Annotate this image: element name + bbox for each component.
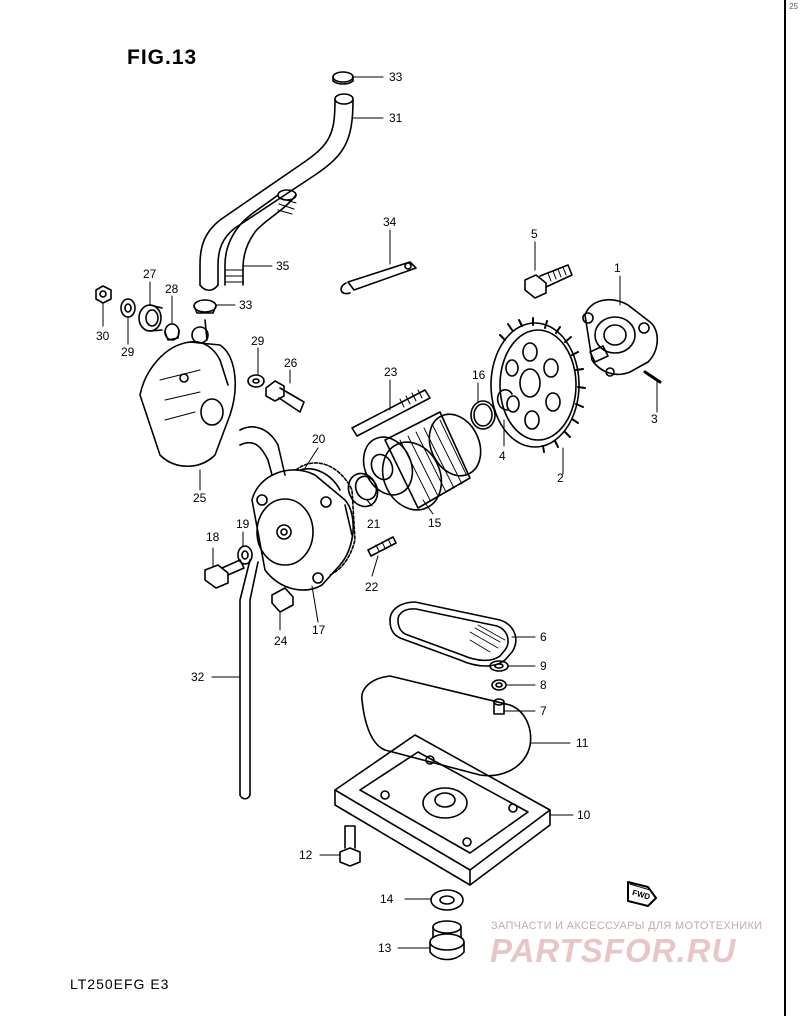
plug-13 [429, 920, 465, 961]
callout-26: 26 [284, 356, 298, 370]
callout-17: 17 [312, 623, 326, 637]
corner-mark: 25 [789, 2, 798, 11]
callout-6: 6 [540, 630, 547, 644]
callout-22: 22 [365, 580, 379, 594]
collar-28 [164, 323, 180, 341]
bracket-34 [340, 261, 417, 295]
bolt-26 [265, 380, 305, 413]
callout-25: 25 [193, 491, 207, 505]
callout-28: 28 [165, 282, 179, 296]
hose-35 [224, 189, 297, 286]
callout-12: 12 [299, 848, 313, 862]
callout-14: 14 [380, 892, 394, 906]
damper-27 [138, 304, 163, 332]
callout-35: 35 [276, 259, 290, 273]
callout-10: 10 [577, 808, 591, 822]
callout-18: 18 [206, 530, 220, 544]
washer-8 [491, 679, 507, 691]
fwd-arrow-icon: FWD [627, 881, 657, 907]
stud-22 [367, 536, 397, 557]
callout-32: 32 [191, 670, 205, 684]
callout-21: 21 [367, 517, 381, 531]
watermark-logo: PARTSFOR.RU [490, 932, 737, 969]
gasket-20 [295, 462, 356, 576]
bolt-5 [524, 264, 573, 299]
callout-30: 30 [96, 329, 110, 343]
callout-20: 20 [312, 432, 326, 446]
cap-24 [271, 587, 294, 613]
washer-29-left [120, 298, 136, 318]
callout-29-left: 29 [121, 345, 135, 359]
callout-33: 33 [389, 70, 403, 84]
callout-19: 19 [236, 517, 250, 531]
valve-unit-25 [139, 319, 236, 467]
cap-33-top [332, 71, 354, 85]
gear-2 [490, 317, 586, 453]
callout-3: 3 [651, 412, 658, 426]
screw-7 [493, 698, 505, 715]
callout-2: 2 [557, 471, 564, 485]
callout-15: 15 [428, 516, 442, 530]
callout-34: 34 [383, 215, 397, 229]
hose-31 [199, 93, 354, 292]
page-border [784, 0, 786, 1016]
callout-5: 5 [531, 227, 538, 241]
o-ring-11 [361, 675, 532, 777]
callout-11: 11 [576, 736, 589, 750]
callout-24: 24 [274, 634, 288, 648]
callout-1: 1 [614, 261, 621, 275]
stud-23 [351, 389, 431, 437]
figure-title: FIG.13 [127, 46, 198, 69]
clamp-33-mid [193, 299, 217, 314]
callout-27: 27 [143, 267, 157, 281]
washer-14 [430, 889, 464, 911]
leader-lines [102, 76, 658, 949]
oil-filter-15 [362, 411, 482, 511]
callout-13: 13 [378, 941, 392, 955]
hose-32 [239, 426, 286, 800]
circlip-4 [496, 389, 513, 411]
callout-33-mid: 33 [239, 298, 253, 312]
callout-7: 7 [540, 704, 547, 718]
filter-cover-17 [251, 468, 355, 591]
callout-9: 9 [540, 659, 547, 673]
o-ring-21 [347, 472, 379, 508]
o-ring-16 [470, 400, 496, 430]
callout-4: 4 [499, 449, 506, 463]
gasket-6 [389, 601, 517, 667]
oil-pump-1 [582, 299, 659, 377]
bolt-12 [339, 825, 361, 867]
callout-23: 23 [384, 365, 398, 379]
model-code: LT250EFG E3 [70, 976, 170, 992]
callout-8: 8 [540, 678, 547, 692]
pin-3 [643, 370, 662, 384]
oil-pan-10 [334, 734, 551, 886]
bolt-18 [204, 559, 245, 589]
callout-29-right: 29 [251, 334, 265, 348]
callout-16: 16 [472, 368, 486, 382]
washer-29-right [247, 374, 265, 388]
washer-19 [237, 545, 253, 565]
callout-31: 31 [389, 111, 403, 125]
nut-30 [95, 285, 112, 304]
watermark-tagline: ЗАПЧАСТИ И АКСЕССУАРЫ ДЛЯ МОТОТЕХНИКИ [491, 920, 763, 932]
